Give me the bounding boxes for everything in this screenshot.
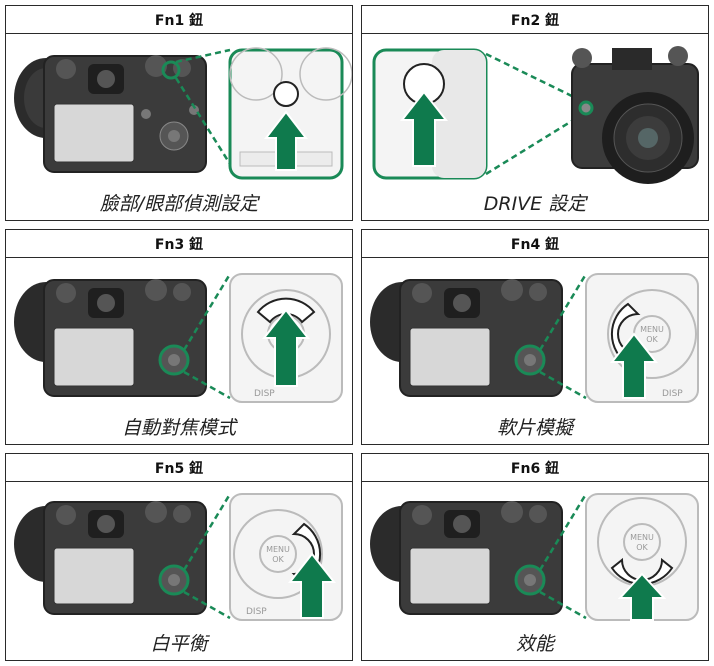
panel-illustration: MENU OK DISP [6,482,352,626]
zoom-inset: MENU OK [585,493,699,621]
menu-label: MENU [266,545,290,554]
camera-back-illustration: MENU OK [370,493,699,621]
menu-label: MENU [630,533,654,542]
camera-back-icon [14,55,207,173]
panel-fn3: Fn3 鈕 DISP [5,229,353,445]
press-arrow-icon [399,90,449,167]
zoom-inset: DISP [229,273,343,403]
zoom-inset: MENU OK DISP [585,273,699,403]
panel-title: Fn1 鈕 [6,6,352,34]
ok-label: OK [636,543,648,552]
camera-back-icon [370,279,563,397]
panel-caption: 自動對焦模式 [121,416,236,439]
panel-caption: 臉部/眼部偵測設定 [99,192,259,215]
panel-illustration: DISP [6,258,352,410]
panel-illustration: MENU OK DISP [362,258,708,410]
zoom-inset: MENU OK DISP [229,493,343,621]
panel-illustration [362,34,708,186]
press-arrow-icon [263,110,309,171]
disp-label: DISP [246,607,267,617]
ok-label: OK [646,335,658,344]
camera-back-icon [14,501,207,615]
panel-fn4: Fn4 鈕 MENU OK [361,229,709,445]
panel-caption: 白平衡 [150,632,208,655]
camera-front-icon [571,46,699,184]
press-arrow-icon [617,572,667,621]
camera-back-illustration [14,47,352,180]
panel-title: Fn6 鈕 [362,454,708,482]
panel-fn6: Fn6 鈕 MENU OK [361,453,709,661]
camera-back-icon [14,279,207,397]
panel-caption: 效能 [515,632,554,655]
camera-back-icon [370,501,563,615]
panel-fn1: Fn1 鈕 [5,5,353,221]
press-arrow-icon [287,552,337,619]
panel-title: Fn3 鈕 [6,230,352,258]
panel-fn2: Fn2 鈕 [361,5,709,221]
camera-back-illustration: MENU OK DISP [370,273,699,403]
panel-illustration: MENU OK [362,482,708,626]
highlight-ring [578,100,594,116]
panel-illustration [6,34,352,186]
zoom-inset [228,47,352,180]
highlight-ring [161,60,181,80]
camera-back-illustration: DISP [14,273,343,403]
menu-label: MENU [640,325,664,334]
camera-back-illustration: MENU OK DISP [14,493,343,621]
panel-caption: 軟片模擬 [496,416,573,439]
panel-title: Fn5 鈕 [6,454,352,482]
camera-front-illustration [372,46,699,184]
panel-title: Fn2 鈕 [362,6,708,34]
panel-caption: DRIVE 設定 [483,192,587,215]
disp-label: DISP [662,389,683,399]
panel-fn5: Fn5 鈕 MENU OK [5,453,353,661]
press-arrow-icon [609,332,659,399]
panel-title: Fn4 鈕 [362,230,708,258]
ok-label: OK [272,555,284,564]
zoom-inset [372,48,488,180]
disp-label: DISP [254,389,275,399]
press-arrow-icon [261,308,311,387]
